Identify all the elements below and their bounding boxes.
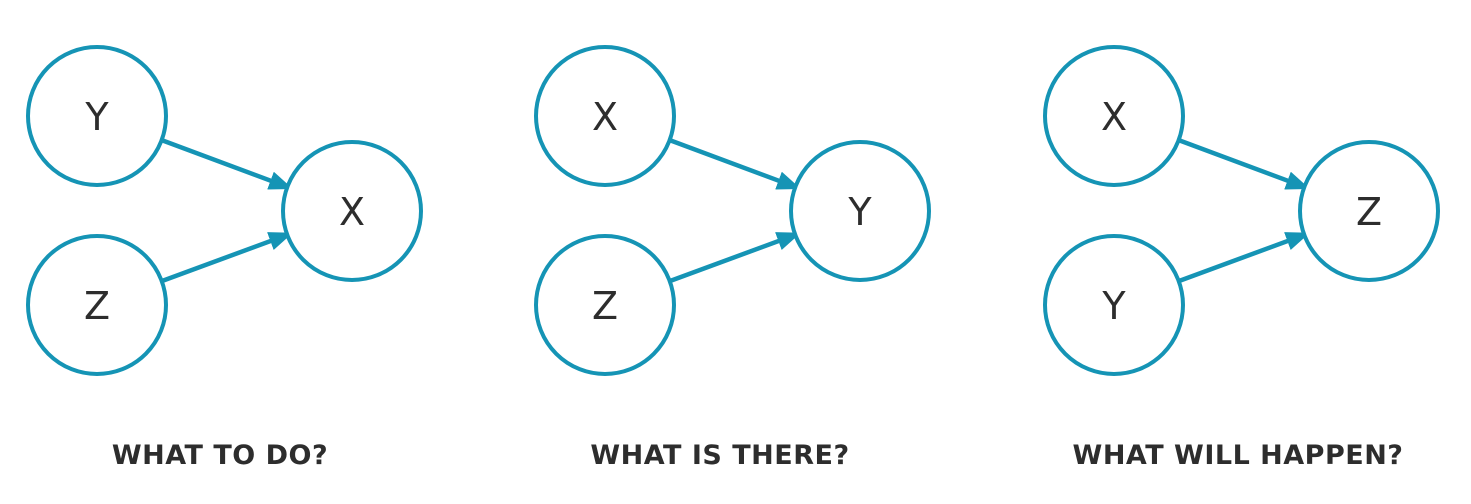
- diagram-prediction-canvas: X Y Z WHAT WILL HAPPEN?: [1043, 45, 1440, 471]
- node-label: Z: [592, 284, 618, 328]
- node-label: Y: [847, 190, 872, 234]
- node-circle: [789, 140, 931, 282]
- diagram-caption: WHAT TO DO?: [112, 440, 328, 471]
- diagram-intervention: Y Z X WHAT TO DO?: [0, 0, 490, 504]
- node-circle: [281, 140, 423, 282]
- node-label: X: [592, 95, 618, 139]
- diagram-caption: WHAT WILL HAPPEN?: [1073, 440, 1404, 471]
- diagram-observation: X Z Y WHAT IS THERE?: [490, 0, 980, 504]
- diagram-intervention-canvas: Y Z X WHAT TO DO?: [26, 45, 423, 471]
- edge-arrow-z-to-y: [668, 231, 801, 284]
- node-label: X: [1101, 95, 1127, 139]
- diagram-caption: WHAT IS THERE?: [590, 440, 849, 471]
- edge-arrow-x-to-z: [1177, 137, 1310, 191]
- diagram-observation-canvas: X Z Y WHAT IS THERE?: [534, 45, 931, 471]
- node-circle: [534, 45, 676, 187]
- node-circle: [534, 234, 676, 376]
- node-circle: [26, 234, 168, 376]
- diagram-prediction: X Y Z WHAT WILL HAPPEN?: [980, 0, 1471, 504]
- node-circle: [26, 45, 168, 187]
- edge-arrow-x-to-y: [668, 137, 801, 191]
- node-label: Y: [1101, 284, 1126, 328]
- edge-arrow-z-to-x: [160, 231, 293, 284]
- node-circle: [1298, 140, 1440, 282]
- edge-arrow-y-to-x: [160, 137, 293, 191]
- edge-arrow-y-to-z: [1177, 231, 1310, 284]
- node-label: Z: [84, 284, 110, 328]
- node-label: Y: [84, 95, 109, 139]
- node-circle: [1043, 234, 1185, 376]
- node-label: Z: [1356, 190, 1382, 234]
- node-label: X: [339, 190, 365, 234]
- node-circle: [1043, 45, 1185, 187]
